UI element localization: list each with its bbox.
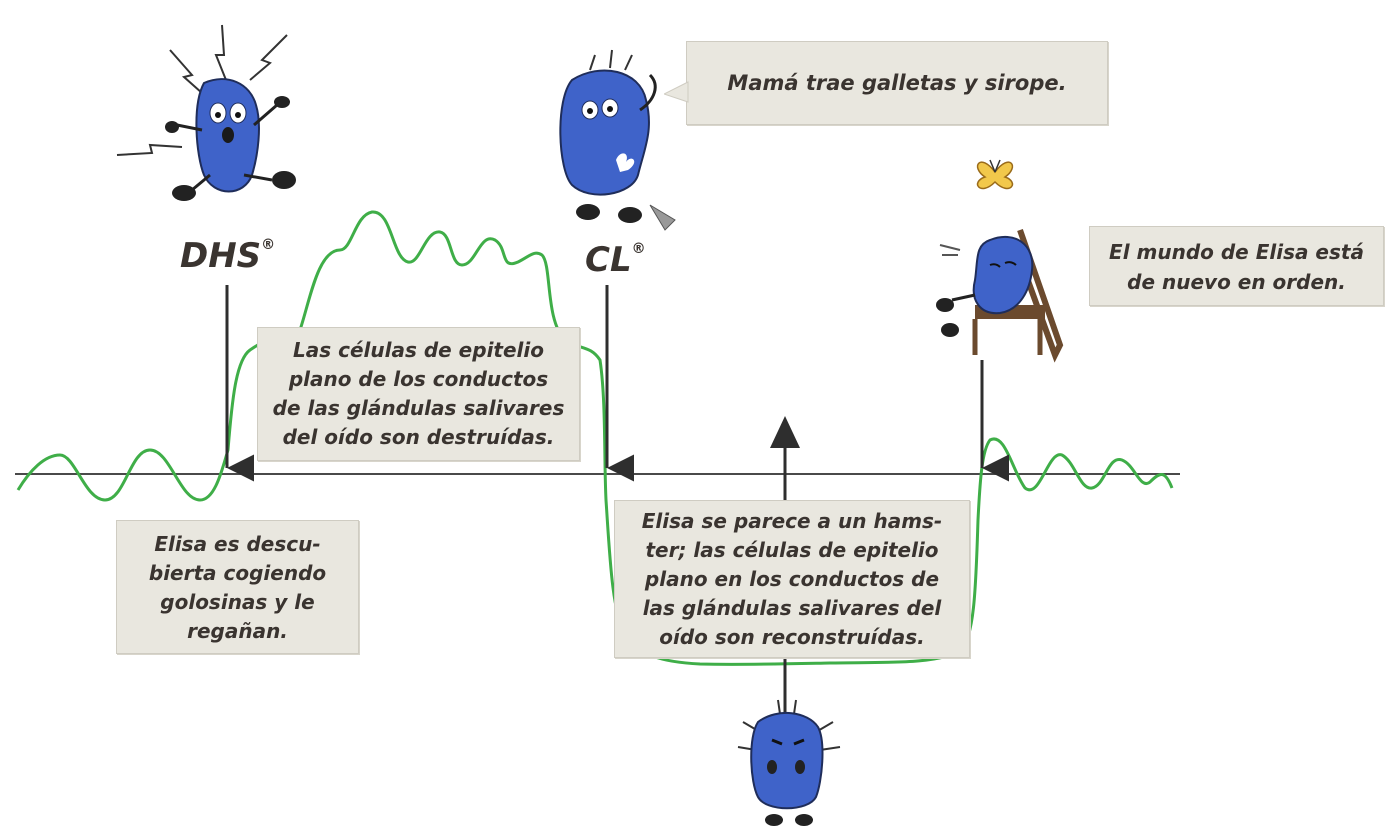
cl-label: CL® xyxy=(585,240,646,280)
cl-label-text: CL xyxy=(585,240,632,280)
box-mundo: El mundo de Elisa está de nuevo en orden… xyxy=(1089,226,1384,306)
box-destruidas: Las células de epitelio plano de los con… xyxy=(257,327,580,461)
dhs-registered-mark: ® xyxy=(261,237,276,253)
box-mama: Mamá trae galletas y sirope. xyxy=(686,41,1108,125)
blob-character-sad-icon xyxy=(737,699,841,826)
box-destruidas-text: Las células de epitelio plano de los con… xyxy=(272,338,565,449)
box-mama-text: Mamá trae galletas y sirope. xyxy=(727,71,1067,95)
butterfly-icon xyxy=(976,159,1014,190)
cl-registered-mark: ® xyxy=(631,241,646,257)
dhs-label: DHS® xyxy=(180,236,275,276)
rise-arrow-head xyxy=(770,416,800,448)
box-descubierta: Elisa es descu- bierta cogiendo golosina… xyxy=(116,520,359,654)
dhs-label-text: DHS xyxy=(180,236,262,276)
blob-character-shocked-icon xyxy=(116,24,296,201)
box-hamster: Elisa se parece a un hams- ter; las célu… xyxy=(614,500,970,658)
box-descubierta-text: Elisa es descu- bierta cogiendo golosina… xyxy=(148,532,327,643)
speech-pointer xyxy=(664,81,689,103)
box-hamster-text: Elisa se parece a un hams- ter; las célu… xyxy=(641,509,943,649)
blob-character-relaxed-chair-icon xyxy=(936,229,1064,363)
box-mundo-text: El mundo de Elisa está de nuevo en orden… xyxy=(1109,240,1364,294)
blob-character-thinking-icon xyxy=(559,49,676,231)
